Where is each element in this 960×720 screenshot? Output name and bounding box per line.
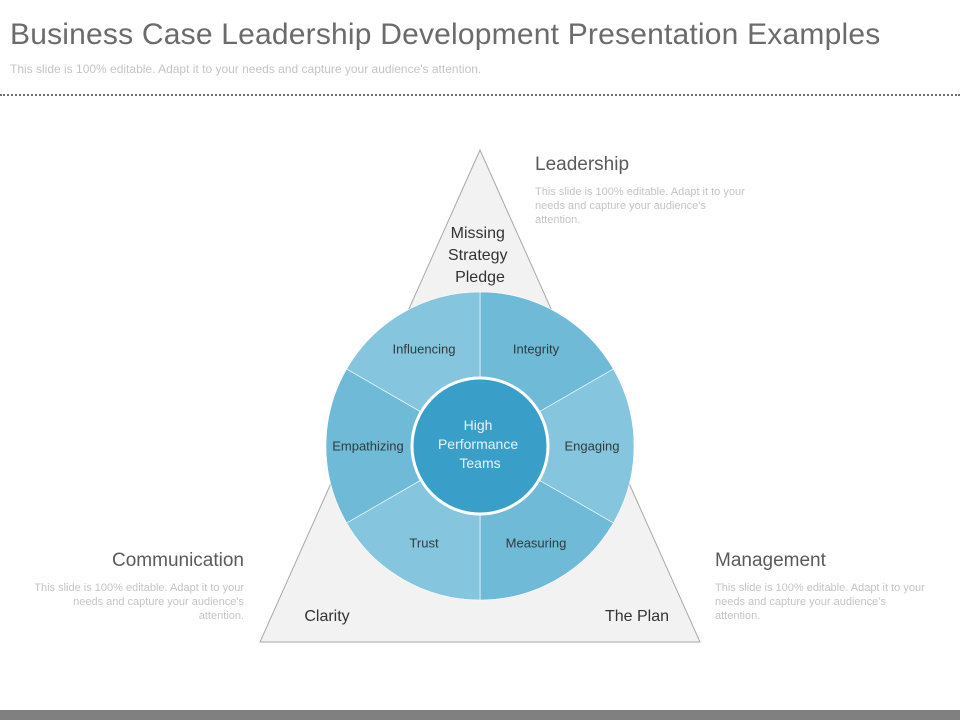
center-label-line-3: Teams <box>459 455 500 471</box>
slide-subtitle: This slide is 100% editable. Adapt it to… <box>10 62 482 76</box>
management-body: This slide is 100% editable. Adapt it to… <box>715 582 925 622</box>
wheel-segment-empathizing <box>325 368 481 524</box>
wheel-center-circle <box>410 376 550 516</box>
communication-heading: Communication <box>112 550 244 571</box>
triangle-top-label: Missing Strategy Pledge <box>448 225 512 286</box>
triangle-left-label: Clarity <box>304 608 349 625</box>
wheel-label-influencing: Influencing <box>393 342 456 357</box>
wheel-label-integrity: Integrity <box>513 342 560 357</box>
wheel-segment-engaging <box>479 368 635 524</box>
leadership-heading: Leadership <box>535 154 630 175</box>
top-label-line-1: Missing <box>451 225 505 242</box>
wheel-label-measuring: Measuring <box>506 536 567 551</box>
top-label-line-3: Pledge <box>455 269 505 286</box>
management-heading: Management <box>715 550 826 571</box>
center-label: High Performance Teams <box>438 417 522 471</box>
triangle-right-label: The Plan <box>605 608 669 625</box>
communication-body: This slide is 100% editable. Adapt it to… <box>34 582 244 622</box>
wheel-label-trust: Trust <box>409 536 439 551</box>
dotted-divider <box>0 94 960 96</box>
top-label-line-2: Strategy <box>448 247 508 264</box>
leadership-body: This slide is 100% editable. Adapt it to… <box>535 186 745 226</box>
center-label-line-2: Performance <box>438 436 518 452</box>
slide-title: Business Case Leadership Development Pre… <box>10 18 881 51</box>
center-label-line-1: High <box>464 417 493 433</box>
footer-bar <box>0 710 960 720</box>
wheel-label-engaging: Engaging <box>565 439 620 454</box>
wheel-label-empathizing: Empathizing <box>332 439 404 454</box>
